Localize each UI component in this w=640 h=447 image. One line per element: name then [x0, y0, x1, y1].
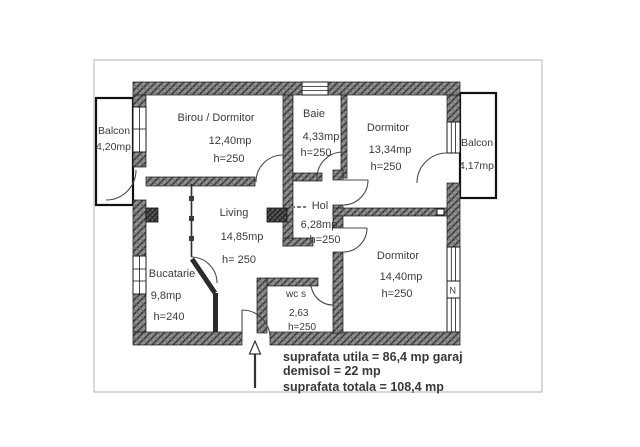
- room-bucatarie-height: h=240: [154, 311, 185, 323]
- room-baie-name: Baie: [303, 108, 325, 120]
- window-marker-panel: N: [446, 280, 461, 299]
- window-dormitor2-lower: [446, 297, 461, 333]
- door-balcony-left: [105, 169, 137, 201]
- door-birou: [255, 154, 284, 183]
- door-dormitor1: [342, 179, 369, 206]
- balcony-left-outline: [94, 96, 135, 207]
- summary-utila: suprafata utila = 86,4 mp garaj: [283, 350, 463, 364]
- wall-left-segment-3: [132, 199, 147, 257]
- door-baie: [316, 151, 344, 179]
- door-entrance: [241, 309, 271, 339]
- room-baie-area: 4,33mp: [303, 131, 340, 143]
- room-hol-height: h=250: [310, 234, 341, 246]
- room-dormitor2-name: Dormitor: [377, 250, 420, 262]
- wall-hol-bottom-stub: [282, 237, 314, 247]
- room-balcon-left: Balcon 4,20mp: [96, 125, 131, 153]
- wall-left-segment-2: [132, 151, 147, 168]
- room-birou: Birou / Dormitor 12,40mp h=250: [177, 112, 254, 165]
- balcon-right-name: Balcon: [461, 137, 493, 149]
- door-balcony-right: [416, 152, 448, 184]
- room-living-area: 14,85mp: [221, 231, 264, 243]
- window-marker-N: N: [450, 286, 457, 296]
- room-birou-height: h=250: [214, 153, 245, 165]
- wall-right-segment-2: [446, 182, 461, 248]
- balcon-right-area: 4,17mp: [459, 160, 494, 172]
- window-dormitor1-balcony: [446, 121, 461, 154]
- wall-hol-right-2: [332, 204, 344, 229]
- room-hol-name: Hol: [312, 200, 329, 212]
- kitchen-partition: [189, 184, 218, 332]
- room-baie: Baie 4,33mp h=250: [301, 108, 340, 159]
- kitchen-wall-vertical: [213, 293, 218, 332]
- window-birou-balcony: [132, 106, 147, 153]
- wall-dormitor-divider: [332, 207, 448, 217]
- wall-baie-bottom: [292, 172, 323, 182]
- wall-hol-right-1: [332, 169, 344, 181]
- room-dormitor1: Dormitor 13,34mp h=250: [367, 122, 411, 173]
- door-dormitor2: [342, 227, 368, 253]
- door-bucatarie: [190, 256, 218, 284]
- room-living-height: h= 250: [222, 254, 256, 266]
- exterior-walls: [132, 81, 461, 346]
- interior-walls: [145, 94, 448, 334]
- balcon-left-area: 4,20mp: [96, 141, 131, 153]
- wall-bottom-left-segment: [132, 331, 243, 346]
- room-living: Living 14,85mp h= 250: [220, 207, 264, 266]
- room-bucatarie: Bucatarie 9,8mp h=240: [149, 268, 195, 323]
- wall-top-left-segment: [132, 81, 303, 96]
- room-hol: Hol 6,28mp h=250: [301, 200, 341, 246]
- wall-top-right-segment: [327, 81, 461, 96]
- room-bucatarie-name: Bucatarie: [149, 268, 195, 280]
- room-bucatarie-area: 9,8mp: [151, 290, 182, 302]
- room-birou-name: Birou / Dormitor: [177, 112, 254, 124]
- wall-wc-top: [266, 277, 319, 287]
- doors: [105, 151, 448, 339]
- wall-baie-dormitor: [340, 94, 348, 179]
- room-wc-name: wc s: [285, 289, 306, 300]
- room-wc-height: h=250: [288, 322, 317, 333]
- wall-right-segment-1: [446, 94, 461, 123]
- balcon-left-name: Balcon: [98, 125, 130, 137]
- room-balcon-right: Balcon 4,17mp: [459, 137, 494, 172]
- window-bucatarie: [132, 255, 147, 295]
- divider-end-marker: [436, 208, 445, 216]
- room-dormitor2-height: h=250: [382, 288, 413, 300]
- wall-wc-left: [256, 277, 268, 334]
- room-dormitor1-name: Dormitor: [367, 122, 410, 134]
- room-dormitor2: Dormitor 14,40mp h=250: [377, 250, 422, 300]
- window-baie-top: [301, 81, 329, 96]
- room-hol-area: 6,28mp: [301, 219, 338, 231]
- wall-living-hol: [282, 94, 294, 247]
- door-wc: [310, 282, 334, 306]
- room-wc: wc s 2,63 h=250: [285, 289, 317, 333]
- room-dormitor1-area: 13,34mp: [369, 144, 412, 156]
- window-dormitor2-upper: [446, 246, 461, 282]
- summary-demisol: demisol = 22 mp: [283, 364, 381, 378]
- wall-hol-right-3: [332, 251, 344, 334]
- kitchen-diagonal-wall: [189, 257, 218, 295]
- windows: N: [132, 81, 461, 333]
- wall-birou-bottom: [145, 176, 256, 187]
- wall-left-segment-4: [132, 293, 147, 333]
- room-dormitor1-height: h=250: [371, 161, 402, 173]
- room-birou-area: 12,40mp: [209, 135, 252, 147]
- room-living-name: Living: [220, 207, 249, 219]
- shaft-block-left: [145, 207, 159, 223]
- room-baie-height: h=250: [301, 147, 332, 159]
- summary-totala: suprafata totala = 108,4 mp: [283, 380, 444, 394]
- balcony-right-outline: [458, 91, 498, 200]
- wall-bottom-right-segment: [269, 331, 461, 346]
- entrance-arrow-head: [248, 339, 262, 355]
- drawing-frame: [93, 59, 543, 393]
- wall-left-segment-1: [132, 94, 147, 108]
- area-summary: suprafata utila = 86,4 mp garaj demisol …: [283, 350, 463, 394]
- shaft-block-hol: [266, 207, 288, 223]
- room-dormitor2-area: 14,40mp: [380, 271, 423, 283]
- entrance-arrow: [248, 339, 262, 388]
- room-wc-area: 2,63: [289, 308, 309, 319]
